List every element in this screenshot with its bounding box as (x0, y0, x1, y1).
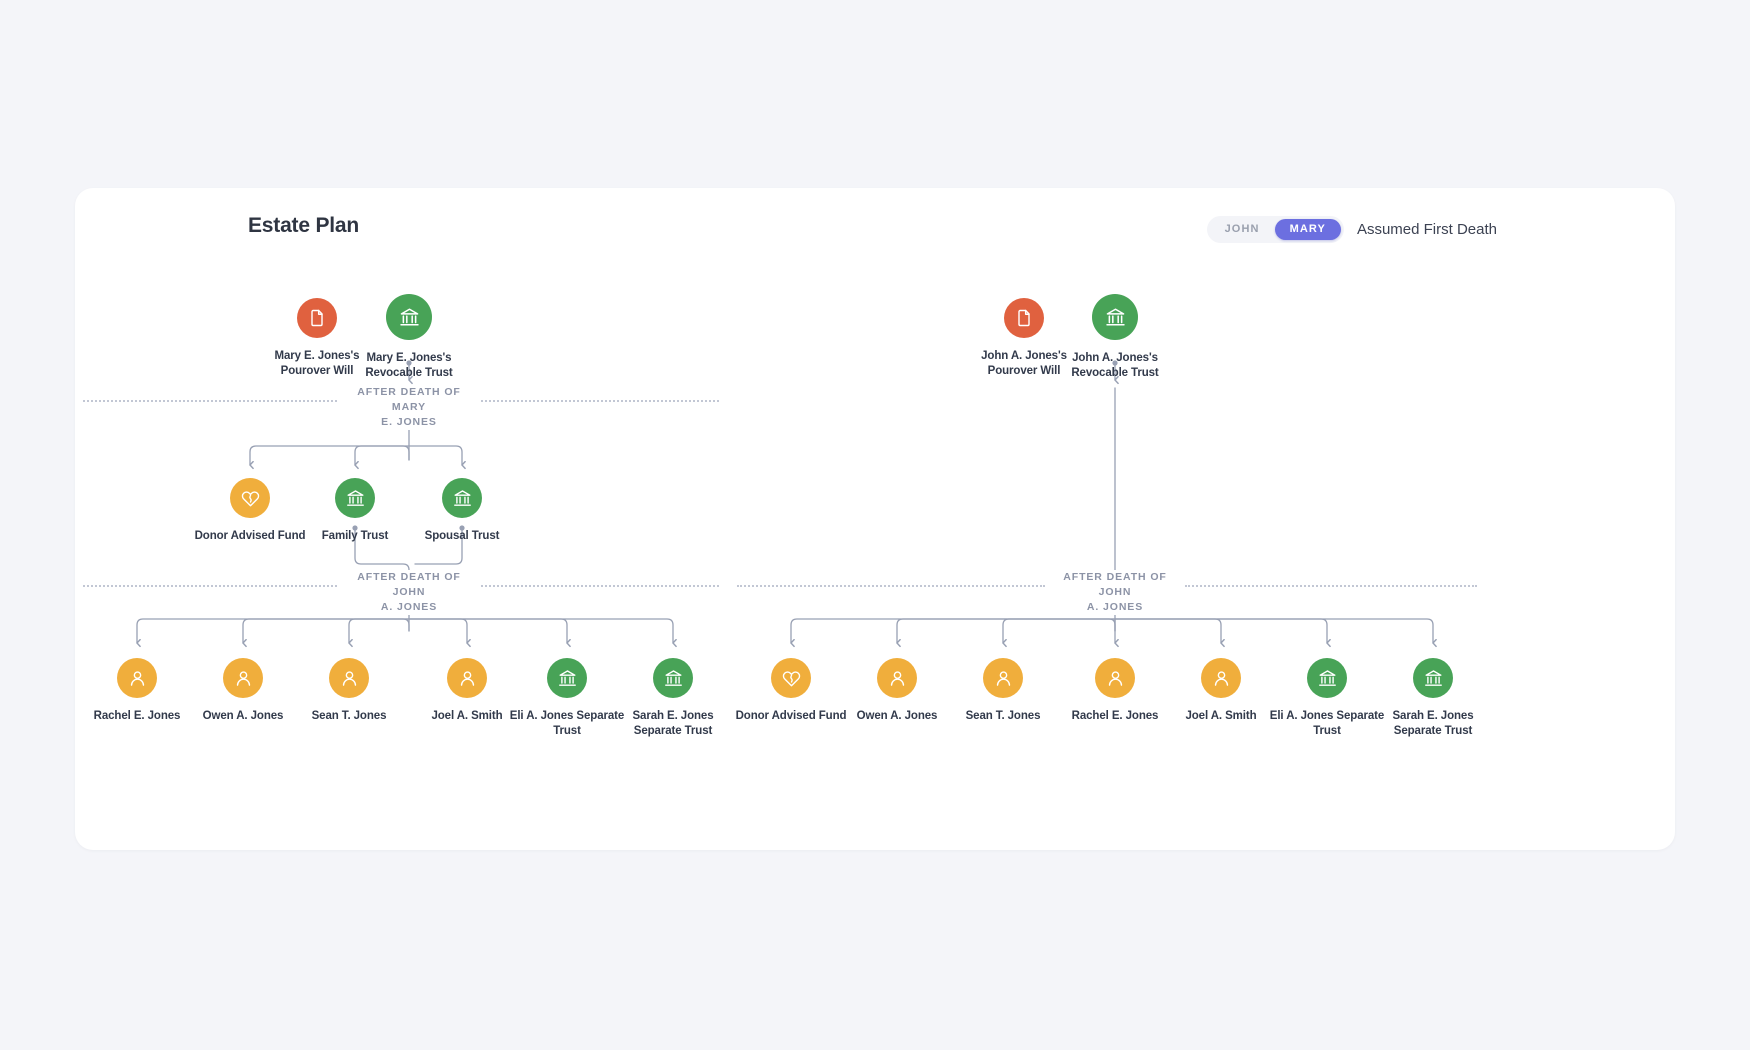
node-label: John A. Jones's Pourover Will (981, 350, 1067, 377)
node-owen-a-jones-right[interactable]: Owen A. Jones (832, 658, 962, 724)
person-icon (329, 658, 369, 698)
node-sarah-e-jones-separate-trust-right[interactable]: Sarah E. Jones Separate Trust (1368, 658, 1498, 738)
node-spousal-trust[interactable]: Spousal Trust (397, 478, 527, 544)
bank-icon (442, 478, 482, 518)
node-eli-a-jones-separate-trust-left[interactable]: Eli A. Jones Separate Trust (502, 658, 632, 738)
node-sean-t-jones-right[interactable]: Sean T. Jones (938, 658, 1068, 724)
bank-icon (547, 658, 587, 698)
node-label: Eli A. Jones Separate Trust (1269, 710, 1385, 737)
node-label: Family Trust (321, 530, 389, 542)
divider-label: AFTER DEATH OF JOHN A. JONES (1045, 570, 1185, 615)
document-icon (1004, 298, 1044, 338)
document-icon (297, 298, 337, 338)
bank-icon (1307, 658, 1347, 698)
assumed-first-death-control: JOHN MARY Assumed First Death (1206, 216, 1497, 243)
node-donor-advised-fund-right[interactable]: Donor Advised Fund (726, 658, 856, 724)
first-death-toggle[interactable]: JOHN MARY (1206, 216, 1344, 243)
node-label: Sean T. Jones (965, 710, 1041, 722)
node-label: Rachel E. Jones (93, 710, 181, 722)
node-label: Owen A. Jones (202, 710, 284, 722)
bank-icon (335, 478, 375, 518)
node-label: Sarah E. Jones Separate Trust (1392, 710, 1474, 737)
toggle-option-john[interactable]: JOHN (1224, 223, 1260, 235)
node-rachel-e-jones-left[interactable]: Rachel E. Jones (72, 658, 202, 724)
node-label: Donor Advised Fund (735, 710, 847, 722)
page-title: Estate Plan (248, 214, 360, 237)
node-label: Joel A. Smith (431, 710, 503, 722)
node-label: Eli A. Jones Separate Trust (509, 710, 625, 737)
person-icon (1095, 658, 1135, 698)
divider-label: AFTER DEATH OF JOHN A. JONES (339, 570, 479, 615)
node-label: Spousal Trust (424, 530, 500, 542)
person-icon (983, 658, 1023, 698)
node-label: Joel A. Smith (1185, 710, 1257, 722)
bank-icon (653, 658, 693, 698)
node-label: John A. Jones's Revocable Trust (1071, 352, 1159, 379)
bank-icon (1092, 294, 1138, 340)
node-owen-a-jones-left[interactable]: Owen A. Jones (178, 658, 308, 724)
person-icon (447, 658, 487, 698)
node-joel-a-smith-right[interactable]: Joel A. Smith (1156, 658, 1286, 724)
estate-plan-card: Estate Plan JOHN MARY Assumed First Deat… (75, 188, 1675, 850)
node-label: Sarah E. Jones Separate Trust (632, 710, 714, 737)
node-family-trust[interactable]: Family Trust (290, 478, 420, 544)
node-donor-advised-fund-left[interactable]: Donor Advised Fund (185, 478, 315, 544)
person-icon (877, 658, 917, 698)
toggle-option-mary[interactable]: MARY (1274, 219, 1341, 240)
node-mary-pourover-will[interactable]: Mary E. Jones's Pourover Will (252, 298, 382, 378)
node-sarah-e-jones-separate-trust-left[interactable]: Sarah E. Jones Separate Trust (608, 658, 738, 738)
bank-icon (386, 294, 432, 340)
person-icon (117, 658, 157, 698)
person-icon (1201, 658, 1241, 698)
node-sean-t-jones-left[interactable]: Sean T. Jones (284, 658, 414, 724)
node-john-revocable-trust[interactable]: John A. Jones's Revocable Trust (1050, 294, 1180, 380)
divider-label: AFTER DEATH OF MARY E. JONES (339, 385, 479, 430)
node-label: Rachel E. Jones (1071, 710, 1159, 722)
node-joel-a-smith-left[interactable]: Joel A. Smith (402, 658, 532, 724)
charity-heart-icon (230, 478, 270, 518)
node-label: Donor Advised Fund (194, 530, 306, 542)
node-mary-revocable-trust[interactable]: Mary E. Jones's Revocable Trust (344, 294, 474, 380)
bank-icon (1413, 658, 1453, 698)
node-rachel-e-jones-right[interactable]: Rachel E. Jones (1050, 658, 1180, 724)
node-label: Mary E. Jones's Revocable Trust (365, 352, 453, 379)
node-eli-a-jones-separate-trust-right[interactable]: Eli A. Jones Separate Trust (1262, 658, 1392, 738)
node-label: Owen A. Jones (856, 710, 938, 722)
charity-heart-icon (771, 658, 811, 698)
node-label: Mary E. Jones's Pourover Will (274, 350, 360, 377)
node-john-pourover-will[interactable]: John A. Jones's Pourover Will (959, 298, 1089, 378)
person-icon (223, 658, 263, 698)
assumed-first-death-label: Assumed First Death (1356, 221, 1497, 238)
node-label: Sean T. Jones (311, 710, 387, 722)
